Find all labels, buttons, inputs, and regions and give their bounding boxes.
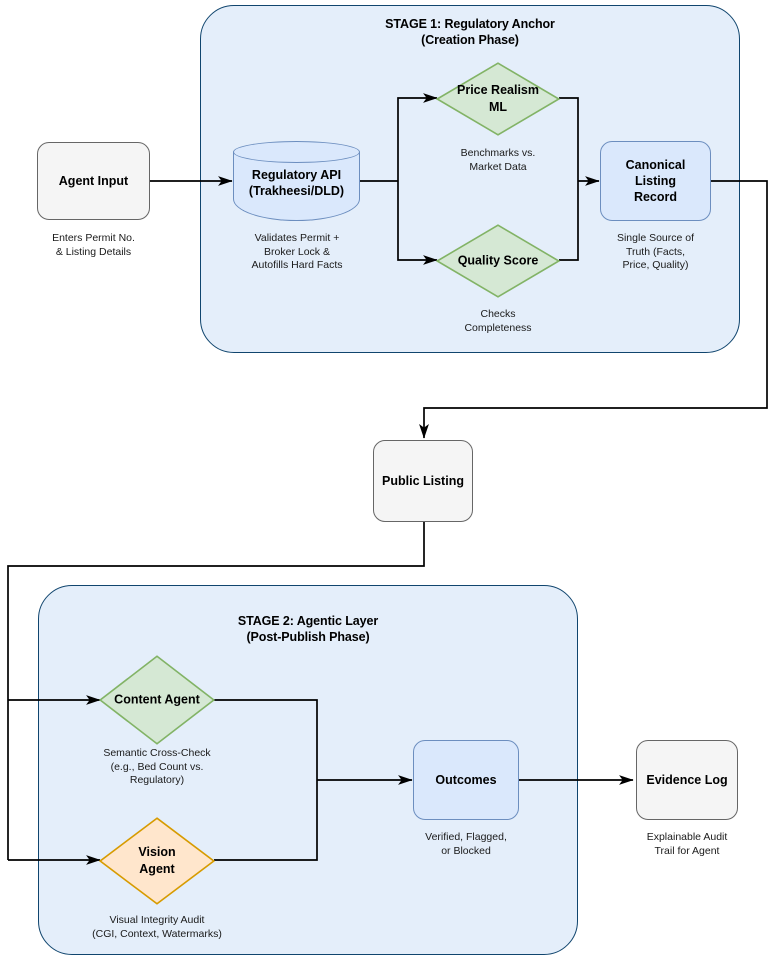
cylinder-body bbox=[233, 152, 360, 221]
node-canonical-listing-record[interactable]: Canonical Listing Record bbox=[600, 141, 711, 221]
node-agent-input-label: Agent Input bbox=[58, 174, 129, 188]
node-outcomes-label: Outcomes bbox=[435, 773, 497, 787]
node-agent-input[interactable]: Agent Input bbox=[37, 142, 150, 220]
node-public-listing[interactable]: Public Listing bbox=[373, 440, 473, 522]
diamond-shape bbox=[99, 655, 215, 745]
caption-price-realism-ml: Benchmarks vs. Market Data bbox=[460, 147, 536, 173]
stage-2-title-line1: STAGE 2: Agentic Layer bbox=[237, 614, 379, 628]
node-evidence-log[interactable]: Evidence Log bbox=[636, 740, 738, 820]
node-price-realism-ml[interactable]: Price Realism ML bbox=[436, 62, 560, 136]
node-regulatory-api-label: Regulatory API (Trakheesi/DLD) bbox=[248, 168, 345, 198]
caption-vision-agent: Visual Integrity Audit (CGI, Context, Wa… bbox=[92, 914, 222, 940]
caption-evidence-log: Explainable Audit Trail for Agent bbox=[646, 831, 728, 857]
node-content-agent-label: Content Agent bbox=[114, 692, 200, 707]
caption-quality-score: Checks Completeness bbox=[464, 308, 532, 334]
node-outcomes[interactable]: Outcomes bbox=[413, 740, 519, 820]
node-evidence-log-label: Evidence Log bbox=[646, 773, 728, 787]
stage-2-title: STAGE 2: Agentic Layer (Post-Publish Pha… bbox=[38, 613, 578, 645]
node-canonical-listing-record-label: Canonical Listing Record bbox=[625, 158, 686, 204]
node-public-listing-label: Public Listing bbox=[382, 474, 464, 488]
caption-regulatory-api: Validates Permit + Broker Lock & Autofil… bbox=[251, 232, 343, 271]
caption-canonical-listing-record: Single Source of Truth (Facts, Price, Qu… bbox=[616, 232, 695, 271]
diamond-shape bbox=[99, 817, 215, 905]
node-quality-score-label: Quality Score bbox=[457, 253, 539, 268]
stage-2-title-line2: (Post-Publish Phase) bbox=[246, 630, 370, 644]
caption-content-agent: Semantic Cross-Check (e.g., Bed Count vs… bbox=[103, 747, 211, 786]
node-quality-score[interactable]: Quality Score bbox=[436, 224, 560, 298]
diamond-shape bbox=[436, 62, 560, 136]
node-content-agent[interactable]: Content Agent bbox=[99, 655, 215, 745]
caption-agent-input: Enters Permit No. & Listing Details bbox=[52, 232, 135, 258]
node-price-realism-ml-label: Price Realism ML bbox=[457, 83, 539, 114]
node-vision-agent-label: Vision Agent bbox=[138, 845, 176, 876]
stage-1-title-line1: STAGE 1: Regulatory Anchor bbox=[385, 17, 555, 31]
stage-1-title-line2: (Creation Phase) bbox=[421, 33, 519, 47]
node-regulatory-api[interactable]: Regulatory API (Trakheesi/DLD) bbox=[233, 141, 360, 221]
caption-outcomes: Verified, Flagged, or Blocked bbox=[425, 831, 507, 857]
stage-1-title: STAGE 1: Regulatory Anchor (Creation Pha… bbox=[200, 16, 740, 48]
diamond-shape bbox=[436, 224, 560, 298]
node-vision-agent[interactable]: Vision Agent bbox=[99, 817, 215, 905]
cylinder-top-ellipse bbox=[233, 141, 360, 163]
